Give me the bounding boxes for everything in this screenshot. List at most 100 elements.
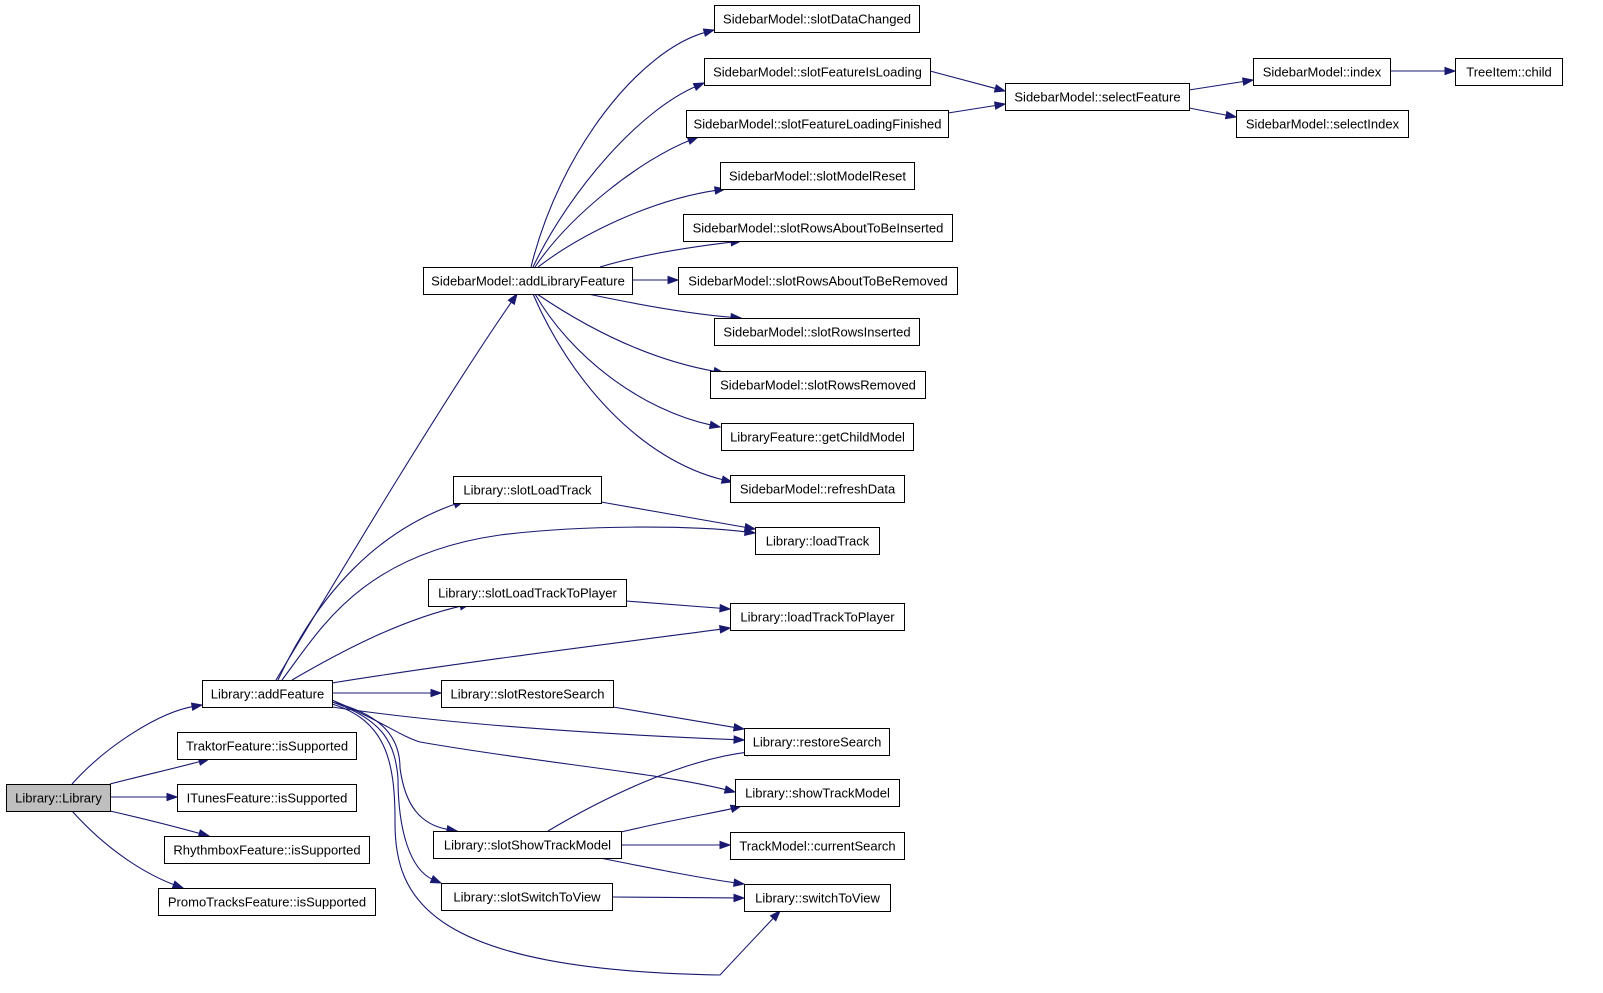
edge-addLibraryFeature-to-slotFeatureIsLoading: [532, 82, 706, 268]
node-label: SidebarModel::slotRowsAboutToBeInserted: [693, 221, 944, 236]
node-getChildModel[interactable]: LibraryFeature::getChildModel: [721, 423, 914, 451]
node-layer: Library::Library Library::addFeatureTrakt…: [6, 5, 1563, 916]
node-slotLoadTrack[interactable]: Library::slotLoadTrack: [453, 476, 602, 504]
node-slotRowsRemoved[interactable]: SidebarModel::slotRowsRemoved: [710, 371, 926, 399]
edge-addLibraryFeature-to-slotRowsAboutToBeRemoved: [632, 275, 680, 285]
edge-addLibraryFeature-to-slotRowsRemoved: [536, 293, 726, 376]
edge-line: [947, 104, 998, 114]
node-slotRowsAboutToBeInserted[interactable]: SidebarModel::slotRowsAboutToBeInserted: [683, 214, 953, 242]
edge-line: [331, 703, 775, 976]
node-switchToView[interactable]: Library::switchToView: [744, 884, 891, 912]
edge-line: [612, 706, 737, 729]
node-label: Library::loadTrack: [766, 534, 870, 549]
edge-line: [331, 699, 728, 791]
edge-line: [537, 189, 718, 268]
node-label: TreeItem::child: [1466, 65, 1552, 80]
edge-addLibraryFeature-to-slotFeatureLoadingFinished: [534, 136, 700, 268]
edge-library_ctor-to-addFeature: [71, 702, 204, 785]
node-label: SidebarModel::slotFeatureIsLoading: [713, 65, 922, 80]
node-box: [6, 784, 111, 812]
node-box: [202, 680, 333, 708]
node-selectIndex[interactable]: SidebarModel::selectIndex: [1236, 110, 1409, 138]
node-slotDataChanged[interactable]: SidebarModel::slotDataChanged: [714, 5, 920, 33]
arrowhead-icon: [171, 880, 185, 889]
node-label: SidebarModel::slotModelReset: [729, 169, 906, 184]
edge-line: [532, 85, 697, 268]
arrowhead-icon: [430, 688, 443, 698]
edge-line: [291, 605, 463, 681]
node-label: Library::slotRestoreSearch: [451, 687, 605, 702]
node-addLibraryFeature[interactable]: SidebarModel::addLibraryFeature: [423, 267, 633, 295]
edge-addLibraryFeature-to-getChildModel: [534, 293, 722, 429]
arrowhead-icon: [720, 475, 734, 484]
node-promo[interactable]: PromoTracksFeature::isSupported: [158, 888, 376, 916]
arrowhead-icon: [743, 522, 757, 532]
edge-library_ctor-to-traktor: [109, 757, 211, 785]
node-treeItemChild[interactable]: TreeItem::child: [1455, 58, 1563, 86]
node-box: [683, 214, 953, 242]
arrowhead-icon: [190, 702, 204, 711]
node-slotLoadTrackToPlayer[interactable]: Library::slotLoadTrackToPlayer: [428, 579, 627, 607]
edge-line: [331, 701, 450, 831]
node-label: SidebarModel::slotFeatureLoadingFinished: [694, 117, 942, 132]
edge-line: [275, 300, 513, 681]
edge-line: [625, 600, 723, 609]
node-slotRestoreSearch[interactable]: Library::slotRestoreSearch: [441, 680, 614, 708]
edge-slotFeatureLoadingFinished-to-selectFeature: [947, 101, 1007, 114]
node-slotRowsInserted[interactable]: SidebarModel::slotRowsInserted: [714, 318, 920, 346]
edge-selectFeature-to-selectIndex: [1188, 107, 1238, 120]
node-library_ctor[interactable]: Library::Library: [6, 784, 111, 812]
edge-addFeature-to-addLibraryFeature: [275, 292, 518, 681]
node-label: SidebarModel::refreshData: [740, 482, 896, 497]
node-showTrackModel[interactable]: Library::showTrackModel: [735, 779, 900, 807]
node-slotModelReset[interactable]: SidebarModel::slotModelReset: [720, 162, 915, 190]
node-slotFeatureLoadingFinished[interactable]: SidebarModel::slotFeatureLoadingFinished: [686, 110, 949, 138]
edge-line: [331, 701, 434, 881]
edge-line: [109, 810, 202, 835]
node-sidebarIndex[interactable]: SidebarModel::index: [1253, 58, 1391, 86]
node-selectFeature[interactable]: SidebarModel::selectFeature: [1005, 83, 1190, 111]
node-refreshData[interactable]: SidebarModel::refreshData: [730, 475, 905, 503]
node-label: SidebarModel::slotRowsAboutToBeRemoved: [688, 274, 947, 289]
edge-addLibraryFeature-to-slotRowsAboutToBeInserted: [599, 237, 743, 268]
arrowhead-icon: [993, 101, 1007, 110]
node-box: [441, 883, 613, 911]
edge-slotShowTrackModel-to-switchToView: [599, 857, 746, 887]
node-addFeature[interactable]: Library::addFeature: [202, 680, 333, 708]
node-box: [714, 5, 920, 33]
node-slotRowsAboutToBeRemoved[interactable]: SidebarModel::slotRowsAboutToBeRemoved: [678, 267, 958, 295]
node-label: Library::addFeature: [211, 687, 324, 702]
node-box: [428, 579, 627, 607]
node-rhythmbox[interactable]: RhythmboxFeature::isSupported: [164, 836, 370, 864]
edge-line: [277, 503, 457, 681]
edge-slotLoadTrack-to-loadTrack: [600, 501, 757, 532]
node-label: SidebarModel::slotRowsRemoved: [720, 378, 916, 393]
node-slotSwitchToView[interactable]: Library::slotSwitchToView: [441, 883, 613, 911]
edge-addLibraryFeature-to-slotRowsInserted: [587, 293, 743, 322]
arrowhead-icon: [732, 723, 746, 732]
node-traktor[interactable]: TraktorFeature::isSupported: [177, 732, 357, 760]
node-label: SidebarModel::index: [1263, 65, 1382, 80]
node-restoreSearch[interactable]: Library::restoreSearch: [744, 728, 890, 756]
node-label: Library::slotLoadTrack: [463, 483, 592, 498]
node-label: Library::slotShowTrackModel: [444, 838, 611, 853]
node-box: [730, 475, 905, 503]
node-box: [730, 832, 905, 860]
edge-line: [620, 807, 734, 833]
edge-line: [71, 705, 195, 785]
node-slotShowTrackModel[interactable]: Library::slotShowTrackModel: [433, 831, 622, 859]
node-box: [710, 371, 926, 399]
node-label: LibraryFeature::getChildModel: [730, 430, 905, 445]
node-loadTrack[interactable]: Library::loadTrack: [755, 527, 880, 555]
edge-line: [331, 628, 723, 684]
node-slotFeatureIsLoading[interactable]: SidebarModel::slotFeatureIsLoading: [704, 58, 931, 86]
node-itunes[interactable]: ITunesFeature::isSupported: [177, 784, 357, 812]
node-label: SidebarModel::slotRowsInserted: [723, 325, 910, 340]
arrowhead-icon: [1444, 66, 1457, 76]
edge-line: [534, 293, 713, 426]
node-box: [441, 680, 614, 708]
node-label: Library::slotLoadTrackToPlayer: [438, 586, 617, 601]
node-loadTrackToPlayer[interactable]: Library::loadTrackToPlayer: [730, 603, 905, 631]
node-currentSearch[interactable]: TrackModel::currentSearch: [730, 832, 905, 860]
